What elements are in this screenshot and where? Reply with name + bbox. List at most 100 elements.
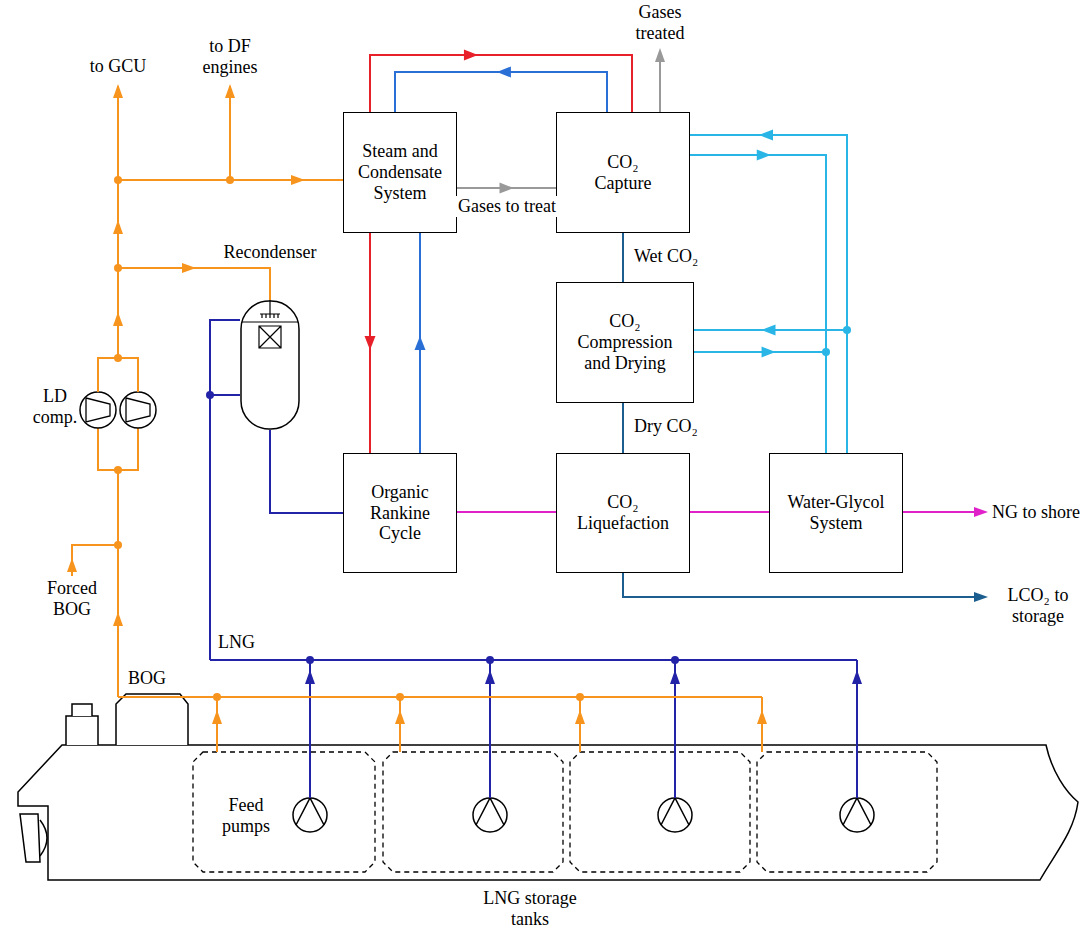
bog-arrow bbox=[67, 558, 77, 572]
ship-hull bbox=[116, 694, 188, 745]
glycol-connector bbox=[694, 352, 826, 453]
box-label: CO₂ Capture bbox=[583, 152, 663, 193]
lng-tank bbox=[383, 752, 563, 872]
connector-label: Wet CO₂ bbox=[632, 246, 700, 267]
process-box: Water-Glycol System bbox=[769, 453, 903, 573]
feed-pump bbox=[296, 798, 324, 825]
arrowhead bbox=[500, 183, 514, 194]
bog-arrow bbox=[757, 710, 767, 724]
bog-arrow bbox=[113, 312, 123, 326]
steam-connector bbox=[370, 55, 632, 112]
equipment-label: LNG storage tanks bbox=[470, 888, 590, 929]
bog-arrow bbox=[113, 84, 123, 98]
condensate-connector bbox=[395, 67, 607, 113]
compressor-symbol bbox=[126, 398, 150, 422]
ng-line bbox=[974, 507, 988, 517]
feed-pump bbox=[843, 798, 871, 825]
compressor-symbol bbox=[86, 398, 150, 422]
lng-arrow bbox=[670, 670, 680, 684]
feed-pump bbox=[661, 798, 689, 825]
bog-arrow bbox=[114, 176, 122, 184]
feed-pump bbox=[293, 798, 874, 832]
lng-arrow bbox=[206, 391, 862, 684]
glycol-connector bbox=[690, 155, 826, 453]
bog-line bbox=[98, 428, 138, 697]
lng-line bbox=[210, 320, 857, 798]
lng-arrow bbox=[306, 656, 314, 664]
bog-arrow bbox=[113, 220, 123, 234]
spray-nozzle bbox=[242, 300, 298, 322]
bog-arrow bbox=[67, 84, 767, 724]
connector-label: Dry CO₂ bbox=[632, 416, 700, 437]
vessel-shell bbox=[241, 301, 299, 429]
co2-connector bbox=[622, 403, 624, 453]
stream-label: BOG bbox=[128, 668, 178, 689]
bog-arrow bbox=[575, 710, 585, 724]
feed-pump bbox=[658, 798, 692, 832]
ship-hull bbox=[20, 814, 40, 862]
connector-label: Gases to treat bbox=[455, 196, 559, 217]
ship-hull bbox=[66, 716, 98, 745]
lng-tank bbox=[193, 752, 375, 872]
bog-arrow bbox=[113, 612, 123, 626]
ng-line bbox=[903, 507, 988, 517]
ng-connector bbox=[690, 512, 769, 513]
arrowhead bbox=[415, 336, 426, 350]
co2-connector bbox=[623, 233, 624, 282]
feed-pump bbox=[840, 798, 874, 832]
box-label: Steam and Condensate System bbox=[349, 141, 451, 203]
lng-arrow bbox=[486, 656, 494, 664]
arrowhead bbox=[762, 325, 776, 336]
lng-tank bbox=[193, 752, 937, 872]
glycol-connector bbox=[690, 150, 826, 454]
bog-line bbox=[217, 697, 762, 752]
feed-pump bbox=[473, 798, 507, 832]
bog-arrow bbox=[182, 263, 196, 273]
condensate-connector bbox=[415, 233, 426, 453]
outlet-label: NG to shore bbox=[992, 502, 1086, 523]
arrowhead bbox=[464, 50, 478, 61]
lng-line bbox=[310, 660, 857, 798]
bog-line bbox=[72, 86, 762, 752]
recondenser-vessel: Recondenser bbox=[240, 300, 300, 430]
stream-label: LNG bbox=[218, 632, 268, 653]
process-box: Organic Rankine Cycle bbox=[343, 453, 457, 573]
ng-connector bbox=[457, 512, 556, 513]
flue-gas-connector bbox=[457, 183, 556, 194]
glycol-connector bbox=[690, 135, 847, 453]
arrowhead bbox=[762, 347, 776, 358]
arrowhead bbox=[759, 130, 773, 141]
bog-line bbox=[98, 86, 138, 392]
process-box: Steam and Condensate System bbox=[343, 112, 457, 233]
treated-gas-line bbox=[655, 48, 665, 112]
process-box: CO₂ Compression and Drying bbox=[556, 282, 694, 403]
lng-line bbox=[210, 320, 240, 660]
bog-arrow bbox=[396, 693, 404, 701]
feed-pump bbox=[293, 798, 327, 832]
ship-hull bbox=[18, 745, 1078, 880]
bog-arrow bbox=[576, 693, 584, 701]
ship-hull bbox=[18, 694, 1078, 880]
bog-line bbox=[72, 545, 118, 576]
ship-hull bbox=[72, 704, 92, 716]
lco2-line bbox=[974, 592, 988, 602]
lng-arrow bbox=[305, 670, 315, 684]
lng-arrow bbox=[671, 656, 679, 664]
bog-arrow bbox=[395, 710, 405, 724]
ng-connector bbox=[457, 511, 556, 513]
vessel-outline bbox=[240, 300, 300, 430]
lng-arrow bbox=[852, 670, 862, 684]
lng-arrow bbox=[485, 670, 495, 684]
ng-connector bbox=[690, 511, 769, 513]
bog-arrow bbox=[114, 264, 122, 272]
stream-label: Forced BOG bbox=[40, 578, 104, 619]
bog-line bbox=[118, 268, 270, 300]
bog-arrow bbox=[213, 693, 221, 701]
outlet-label: LCO₂ to storage bbox=[992, 585, 1084, 626]
lco2-line bbox=[623, 573, 988, 602]
box-label: CO₂ Compression and Drying bbox=[563, 311, 687, 373]
box-label: Water-Glycol System bbox=[781, 492, 891, 533]
process-box: CO₂ Capture bbox=[556, 112, 690, 233]
